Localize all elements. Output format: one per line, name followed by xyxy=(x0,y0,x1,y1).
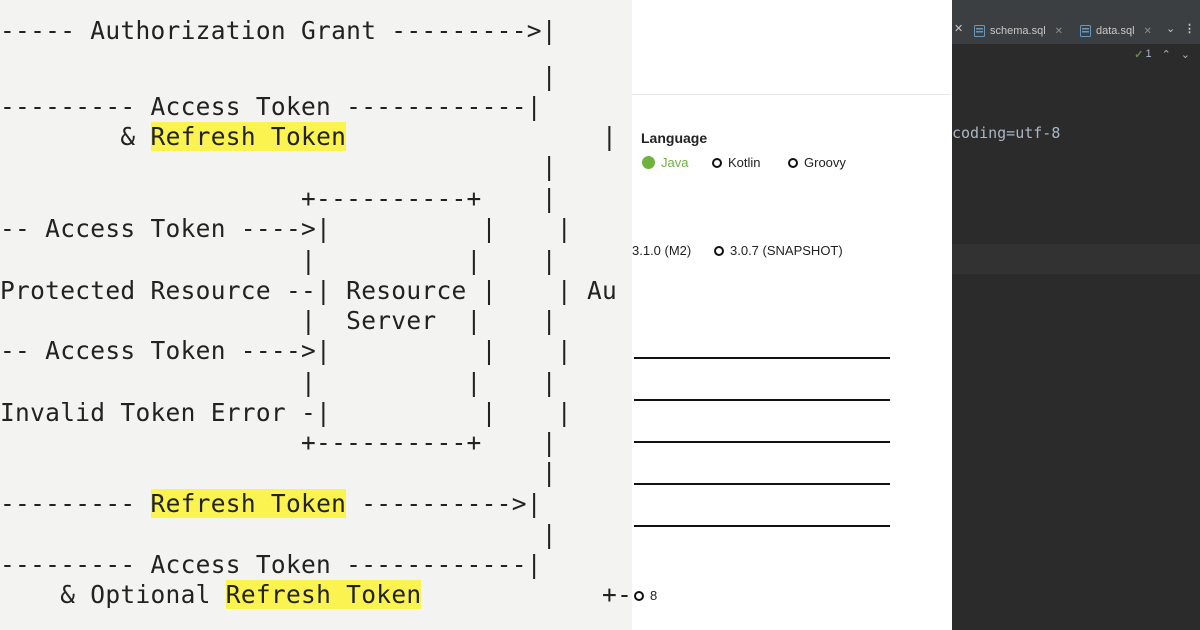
diagram-line: +----------+ | xyxy=(0,184,557,213)
tab-label: data.sql xyxy=(1096,25,1135,37)
radio-unselected-icon xyxy=(712,157,722,168)
field-underline[interactable] xyxy=(634,525,890,527)
boot-version-label: 3.1.0 (M2) xyxy=(632,243,692,258)
diagram-line: --------- Access Token ------------| xyxy=(0,550,542,579)
diagram-line: | | | xyxy=(0,246,557,275)
diagram-line: | xyxy=(0,152,557,181)
diagram-line: | xyxy=(0,458,557,487)
diagram-line: --------- Refresh Token ---------->| xyxy=(0,489,542,518)
diagram-line: & Optional Refresh Token +--- xyxy=(0,580,632,609)
diagram-line: | Server | | xyxy=(0,306,557,335)
editor-tab-bar: ✕ schema.sql ✕ data.sql ✕ ⌄ ⋮ xyxy=(952,0,1200,45)
more-options-icon[interactable]: ⋮ xyxy=(1184,23,1195,35)
field-underline[interactable] xyxy=(634,483,890,485)
code-area-bottom[interactable] xyxy=(952,274,1200,630)
diagram-line: -- Access Token ---->| | | xyxy=(0,336,572,365)
diagram-line: +----------+ | xyxy=(0,428,557,457)
java-version-option-8[interactable]: 8 xyxy=(634,588,657,603)
check-icon: ✓ xyxy=(1134,49,1144,61)
tab-schema-sql[interactable]: schema.sql ✕ xyxy=(974,18,1063,44)
ide-editor: ✕ schema.sql ✕ data.sql ✕ ⌄ ⋮ coding=utf… xyxy=(952,0,1200,630)
sql-file-icon xyxy=(974,25,985,37)
oauth-flow-diagram: +-------- Authorization Grant --------->… xyxy=(0,16,632,609)
field-underline[interactable] xyxy=(634,441,890,443)
boot-version-label: 3.0.7 (SNAPSHOT) xyxy=(730,243,843,258)
current-line-highlight xyxy=(952,244,1200,274)
radio-unselected-icon xyxy=(634,590,644,601)
project-initializr-panel: Language Java Kotlin Groovy 3.1.0 (M2) 3… xyxy=(632,0,952,630)
tab-data-sql[interactable]: data.sql ✕ xyxy=(1080,18,1152,44)
diagram-line: | xyxy=(0,62,557,91)
diagram-line: Invalid Token Error -| | | xyxy=(0,398,572,427)
field-underline[interactable] xyxy=(634,357,890,359)
chevron-up-icon[interactable]: ⌃ xyxy=(1161,49,1171,61)
diagram-line: & Refresh Token | xyxy=(0,122,618,151)
radio-unselected-icon xyxy=(714,245,724,256)
sql-file-icon xyxy=(1080,25,1091,37)
diagram-line: ----- Authorization Grant --------->| xyxy=(0,16,557,45)
inspection-count: 1 xyxy=(1145,48,1152,60)
tab-label: schema.sql xyxy=(990,25,1046,37)
header-divider xyxy=(632,94,950,95)
radio-selected-icon xyxy=(642,156,655,169)
highlighted-term: Refresh Token xyxy=(150,489,347,518)
highlighted-term: Refresh Token xyxy=(225,580,422,609)
java-version-label: 8 xyxy=(650,588,658,603)
boot-version-option-310m2[interactable]: 3.1.0 (M2) xyxy=(632,243,691,258)
highlighted-term: Refresh Token xyxy=(150,122,347,151)
language-option-kotlin[interactable]: Kotlin xyxy=(712,155,761,170)
language-option-label: Kotlin xyxy=(728,155,761,170)
chevron-down-icon[interactable]: ⌄ xyxy=(1180,49,1190,61)
tab-close-icon[interactable]: ✕ xyxy=(954,23,964,35)
language-option-label: Java xyxy=(661,155,689,170)
diagram-line: -- Access Token ---->| | | xyxy=(0,214,572,243)
code-line: coding=utf-8 xyxy=(952,124,1061,142)
code-area-top[interactable]: coding=utf-8 xyxy=(952,44,1200,244)
field-underline[interactable] xyxy=(634,399,890,401)
tab-close-icon[interactable]: ✕ xyxy=(1143,25,1152,37)
diagram-line: | xyxy=(0,520,557,549)
boot-version-option-307snapshot[interactable]: 3.0.7 (SNAPSHOT) xyxy=(714,243,843,258)
diagram-line: --------- Access Token ------------| xyxy=(0,92,542,121)
radio-unselected-icon xyxy=(788,157,798,168)
inspection-widget[interactable]: ✓ 1 ⌃ ⌄ xyxy=(1134,48,1190,61)
tab-close-icon[interactable]: ✕ xyxy=(1054,25,1064,37)
language-option-java[interactable]: Java xyxy=(642,155,688,170)
diagram-line: | | | xyxy=(0,368,557,397)
diagram-line: Protected Resource --| Resource | | Au xyxy=(0,276,618,305)
language-option-label: Groovy xyxy=(804,155,846,170)
tab-list-chevron-down-icon[interactable]: ⌄ xyxy=(1166,23,1176,35)
language-option-groovy[interactable]: Groovy xyxy=(788,155,846,170)
language-section-title: Language xyxy=(641,130,708,146)
